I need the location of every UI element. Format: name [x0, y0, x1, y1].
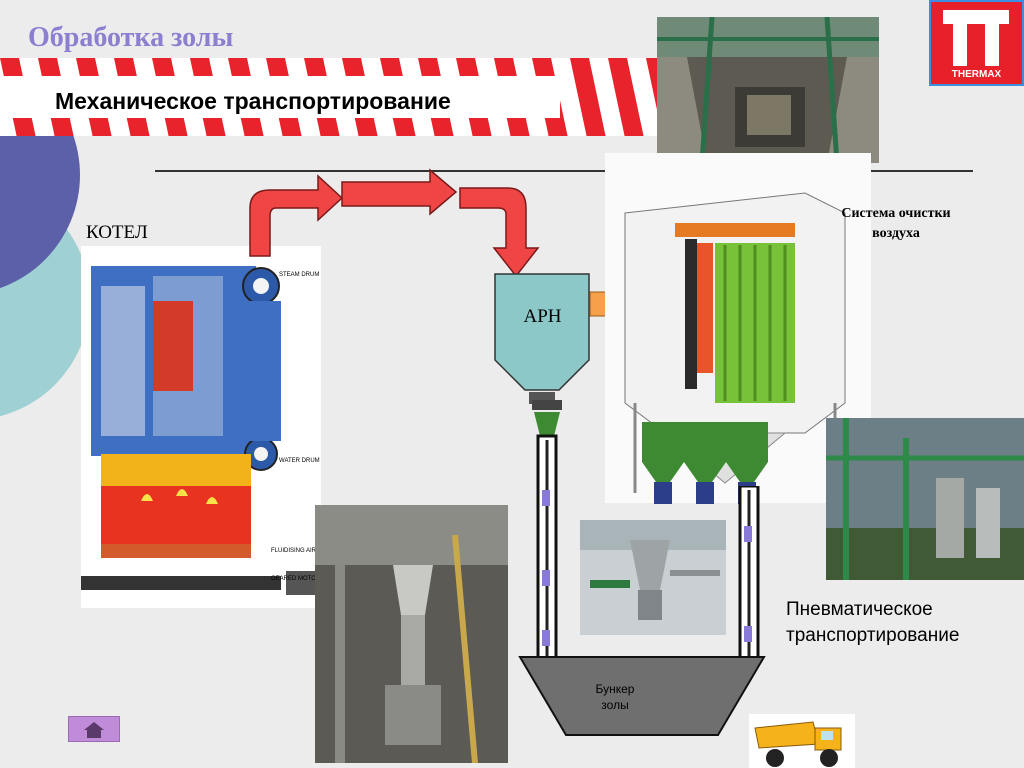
- flue-gas-arrows: [249, 168, 540, 278]
- conveyor-photo: [657, 17, 879, 163]
- pneumatic-vessel-photo: [580, 520, 726, 635]
- slide-title: Обработка золы: [28, 22, 234, 53]
- divider-line: [155, 170, 973, 172]
- boiler-diagram: STEAM DRUM WATER DRUM FLUIDISING AIR GEA…: [81, 246, 321, 608]
- pneumatic-transport-label: Пневматическое транспортирование: [786, 597, 959, 649]
- boiler-label: КОТЕЛ: [86, 222, 148, 243]
- conveying-pipe-right: [738, 486, 760, 662]
- ash-bunker-label-line2: золы: [601, 698, 629, 712]
- slide-subtitle: Механическое транспортирование: [55, 88, 451, 114]
- svg-text:FLUIDISING AIR: FLUIDISING AIR: [271, 548, 317, 554]
- air-cleaning-label-line1: Система очистки: [841, 206, 951, 221]
- aph-hopper: [494, 273, 590, 404]
- air-cleaning-label-line2: воздуха: [872, 226, 920, 241]
- stripe-banner: [0, 58, 660, 136]
- ash-bunker-label: Бункер золы: [575, 681, 655, 713]
- aph-label: APH: [523, 306, 562, 327]
- dump-truck-image: [749, 714, 855, 768]
- air-cleaning-label: Система очистки воздуха: [836, 204, 956, 244]
- svg-text:STEAM DRUM: STEAM DRUM: [279, 272, 319, 278]
- pneumatic-label-line2: транспортирование: [786, 625, 960, 646]
- ash-bunker-label-line1: Бункер: [595, 682, 635, 696]
- silo-hoppers: [642, 422, 768, 504]
- svg-text:GEARED MOTOR: GEARED MOTOR: [271, 576, 321, 582]
- svg-text:WATER DRUM: WATER DRUM: [279, 458, 320, 464]
- ash-bunker: [518, 656, 766, 736]
- thermax-logo: THERMAX: [929, 0, 1024, 86]
- pneumatic-label-line1: Пневматическое: [786, 599, 933, 620]
- home-icon: [84, 722, 104, 738]
- dense-phase-vessel-photo: [315, 505, 508, 763]
- home-button[interactable]: [68, 716, 120, 742]
- logo-text: THERMAX: [951, 69, 1002, 80]
- conveying-pipe-left: [532, 400, 562, 662]
- pneumatic-plant-photo: [826, 418, 1024, 580]
